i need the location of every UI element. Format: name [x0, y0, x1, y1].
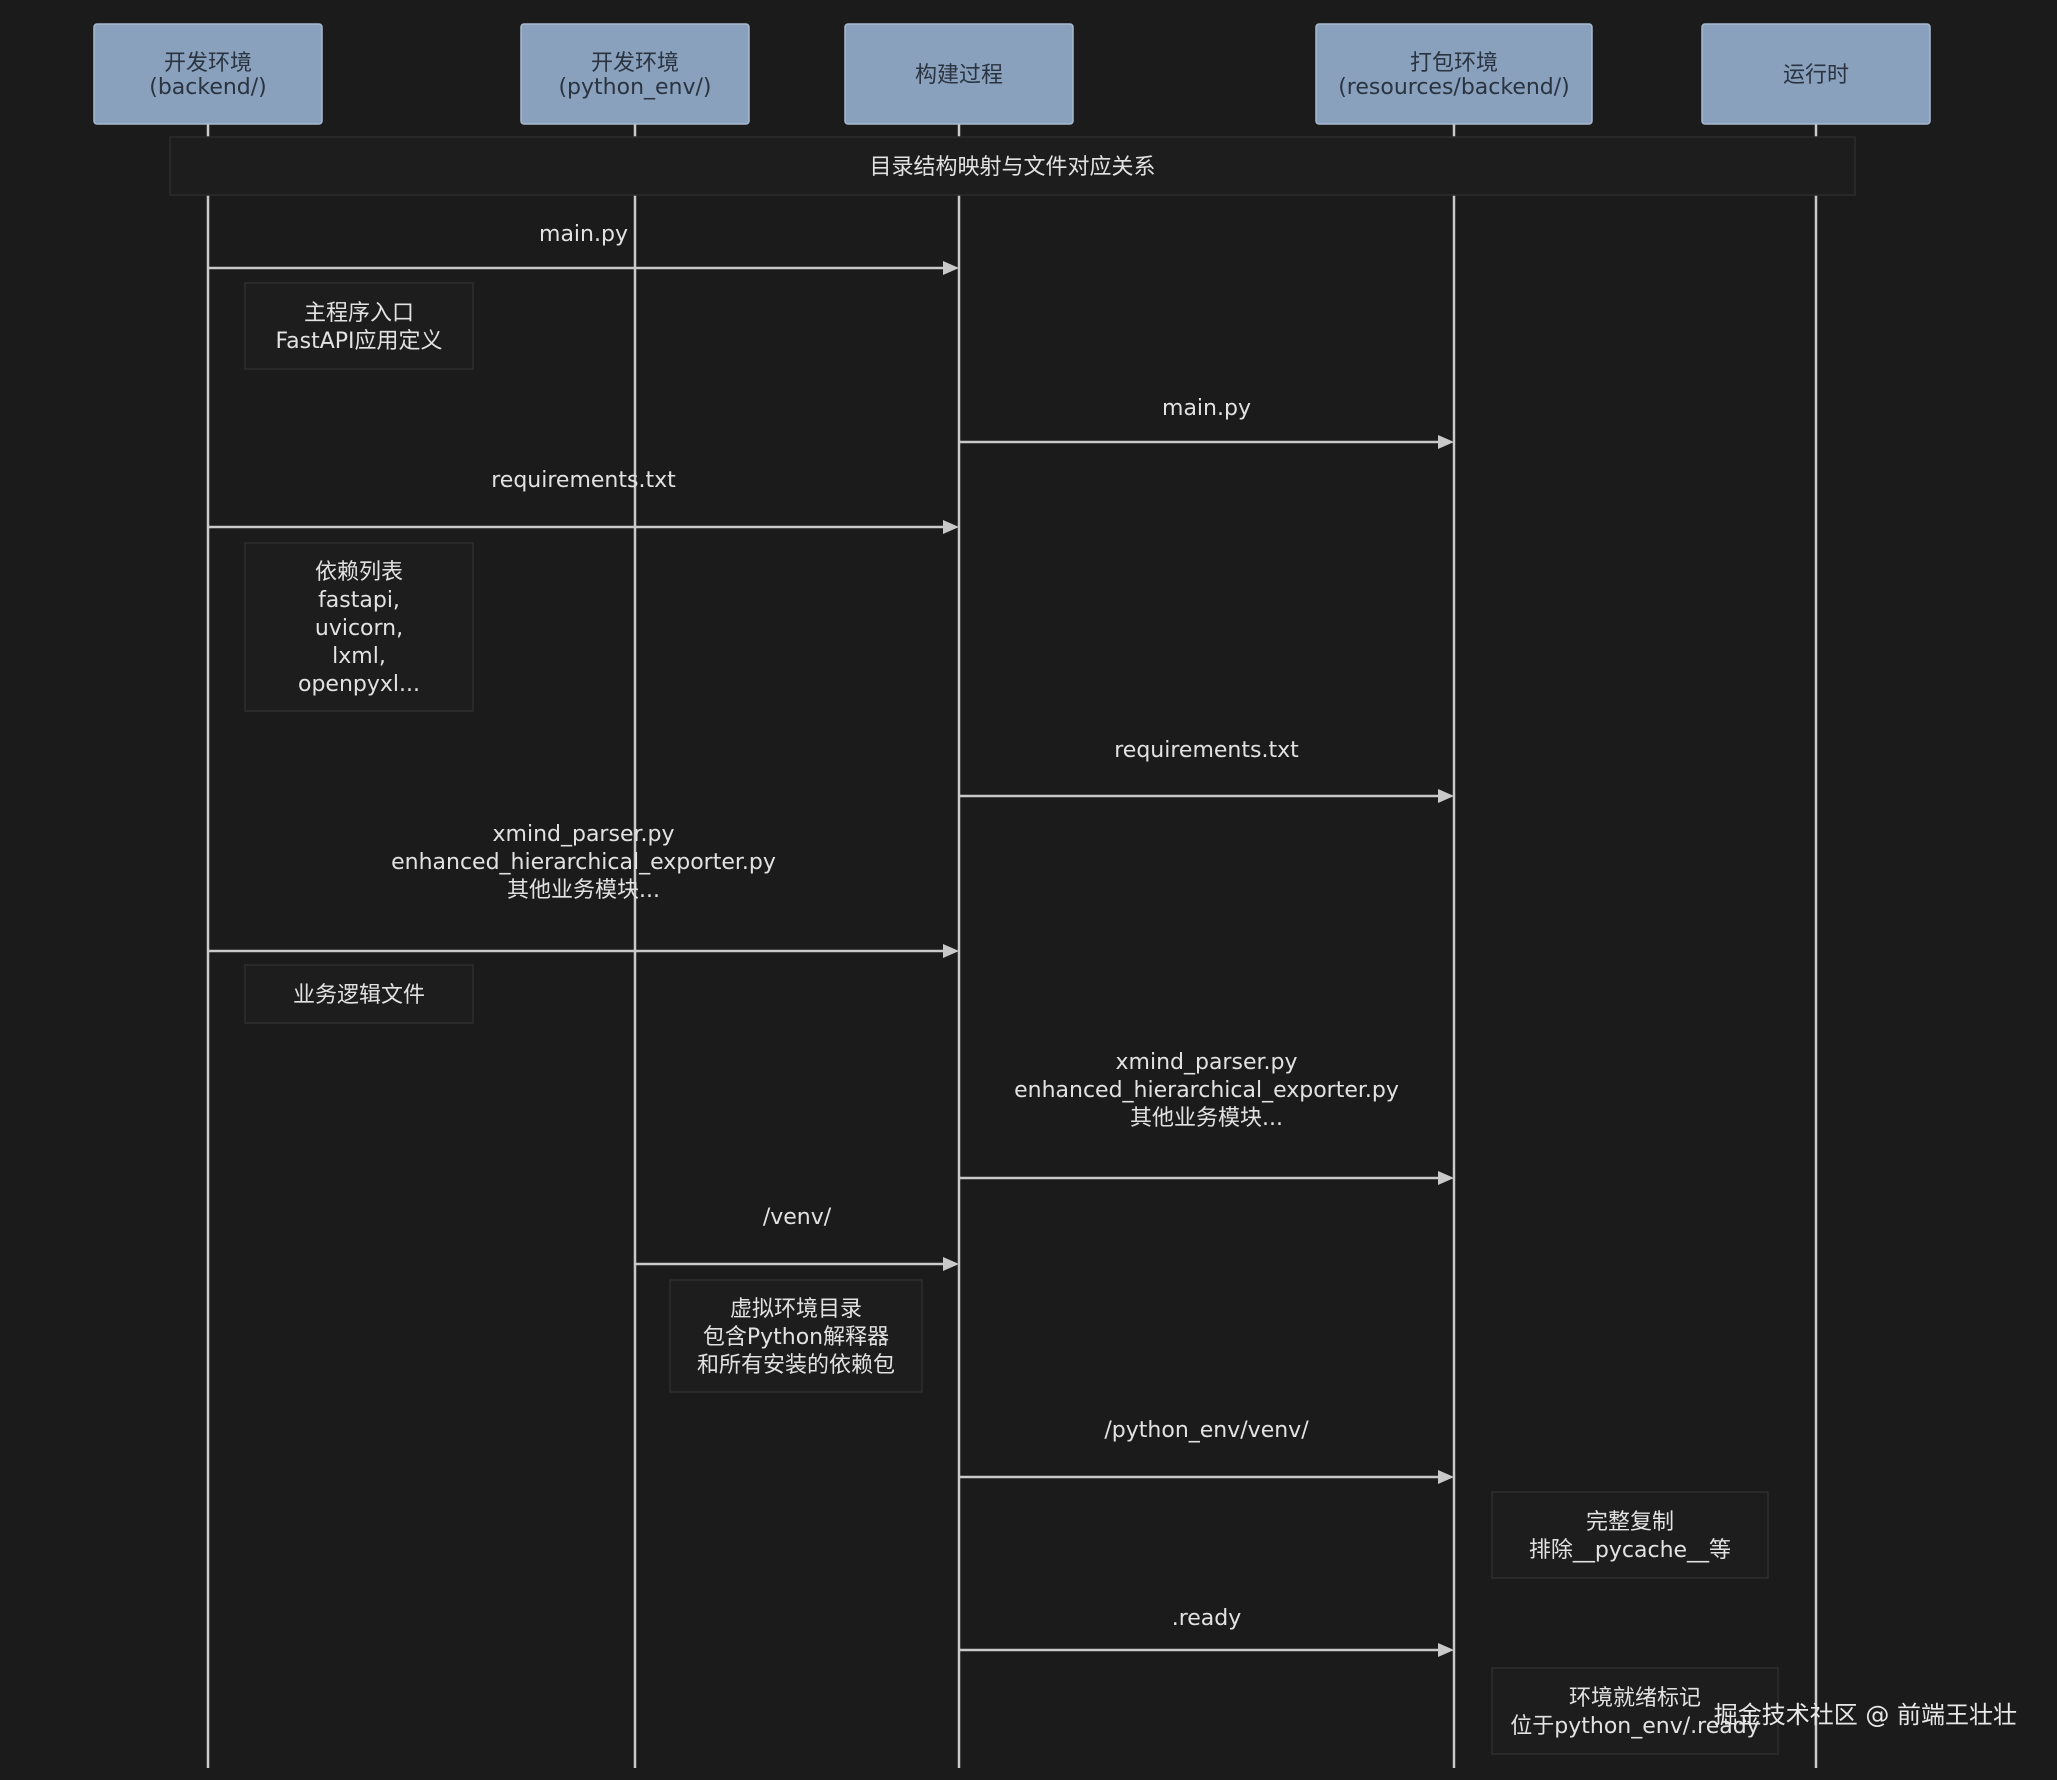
- message-label: /venv/: [763, 1205, 832, 1230]
- actor-package: 打包环境(resources/backend/): [1315, 23, 1593, 125]
- message-arrow: requirements.txt: [208, 468, 959, 534]
- actor-label: (python_env/): [558, 75, 711, 100]
- note-box: [1491, 1491, 1769, 1579]
- note: 主程序入口 FastAPI应用定义: [244, 282, 474, 370]
- note: 业务逻辑文件: [244, 964, 474, 1024]
- message-label: 其他业务模块...: [1130, 1106, 1283, 1131]
- note-box: [1491, 1667, 1779, 1755]
- actor-label: (resources/backend/): [1338, 75, 1570, 100]
- note-text: openpyxl...: [298, 672, 420, 697]
- note-text: lxml,: [332, 644, 386, 669]
- message-label: enhanced_hierarchical_exporter.py: [391, 850, 776, 875]
- note-text: 排除__pycache__等: [1529, 1538, 1731, 1563]
- note-text: 业务逻辑文件: [293, 983, 425, 1008]
- message-label: main.py: [539, 222, 628, 247]
- message-label: main.py: [1162, 396, 1251, 421]
- note-box: [244, 282, 474, 370]
- actor-dev-backend: 开发环境(backend/): [93, 23, 323, 125]
- arrowhead-icon: [943, 1257, 959, 1271]
- actor-box: [844, 23, 1074, 125]
- actor-box: [93, 23, 323, 125]
- mapping-frame-box: [169, 136, 1856, 196]
- actor-box: [520, 23, 750, 125]
- message-label: requirements.txt: [1114, 738, 1299, 763]
- message-arrow: requirements.txt: [959, 738, 1454, 803]
- actor-build: 构建过程: [844, 23, 1074, 125]
- message-arrow: .ready: [959, 1606, 1454, 1657]
- message-label: .ready: [1172, 1606, 1242, 1631]
- actor-dev-python-env: 开发环境(python_env/): [520, 23, 750, 125]
- note-text: 主程序入口: [304, 301, 414, 326]
- note-text: 依赖列表: [315, 560, 403, 585]
- message-arrow: /venv/: [635, 1205, 959, 1271]
- arrowhead-icon: [1438, 1470, 1454, 1484]
- message-arrow: main.py: [208, 222, 959, 275]
- message-arrow: xmind_parser.py enhanced_hierarchical_exp…: [959, 1050, 1454, 1185]
- actor-label: (backend/): [149, 75, 267, 100]
- note-text: 包含Python解释器: [703, 1325, 889, 1350]
- actor-label: 开发环境: [591, 51, 679, 76]
- note-text: fastapi,: [318, 588, 400, 613]
- note: 依赖列表 fastapi, uvicorn, lxml, openpyxl...: [244, 542, 474, 712]
- message-label: xmind_parser.py: [1116, 1050, 1298, 1075]
- arrowhead-icon: [943, 944, 959, 958]
- arrowhead-icon: [1438, 435, 1454, 449]
- arrowhead-icon: [1438, 1643, 1454, 1657]
- actor-runtime: 运行时: [1701, 23, 1931, 125]
- mapping-frame-label: 目录结构映射与文件对应关系: [869, 155, 1155, 180]
- actor-label: 开发环境: [164, 51, 252, 76]
- arrowhead-icon: [943, 520, 959, 534]
- note-text: 虚拟环境目录: [730, 1297, 862, 1322]
- note-box: [244, 542, 474, 712]
- note-text: 和所有安装的依赖包: [697, 1353, 895, 1378]
- note-text: 位于python_env/.ready: [1510, 1714, 1759, 1739]
- arrowhead-icon: [1438, 789, 1454, 803]
- message-arrow: main.py: [959, 396, 1454, 449]
- note-text: 完整复制: [1586, 1510, 1674, 1535]
- actor-label: 打包环境: [1410, 51, 1498, 76]
- note-box: [244, 964, 474, 1024]
- actor-box: [1315, 23, 1593, 125]
- message-arrow: /python_env/venv/: [959, 1418, 1454, 1484]
- note-text: 环境就绪标记: [1569, 1686, 1701, 1711]
- message-arrow: xmind_parser.py enhanced_hierarchical_exp…: [208, 822, 959, 958]
- note-text: FastAPI应用定义: [275, 329, 442, 354]
- arrowhead-icon: [943, 261, 959, 275]
- note-text: uvicorn,: [315, 616, 403, 641]
- arrowhead-icon: [1438, 1171, 1454, 1185]
- mapping-frame: 目录结构映射与文件对应关系: [169, 136, 1856, 196]
- message-label: enhanced_hierarchical_exporter.py: [1014, 1078, 1399, 1103]
- note-box: [669, 1279, 923, 1393]
- actor-box: [1701, 23, 1931, 125]
- message-label: requirements.txt: [491, 468, 676, 493]
- message-label: 其他业务模块...: [507, 878, 660, 903]
- watermark: 掘金技术社区 @ 前端王壮壮: [1713, 1701, 2017, 1729]
- actor-label: 运行时: [1783, 63, 1849, 88]
- message-label: /python_env/venv/: [1104, 1418, 1309, 1443]
- actor-label: 构建过程: [915, 63, 1003, 88]
- message-label: xmind_parser.py: [493, 822, 675, 847]
